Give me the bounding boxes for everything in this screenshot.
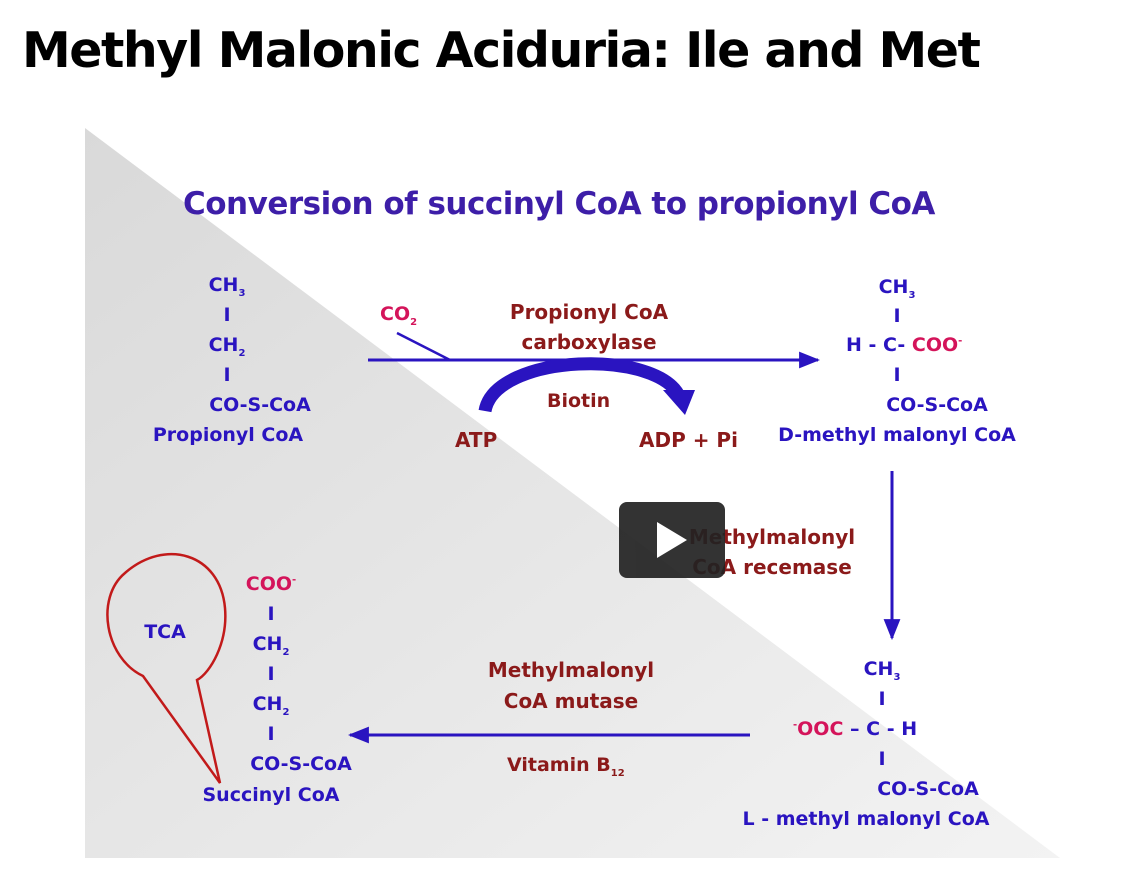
d-methyl-carbon-row: H - C- COO- (846, 334, 963, 356)
co2-label: CO2 (380, 303, 418, 328)
propionyl-cosco: CO-S-CoA (209, 394, 311, 416)
propionyl-ch3: CH3 (208, 274, 246, 299)
l-methyl-cosco: CO-S-CoA (877, 778, 979, 800)
carboxylase-line-2: carboxylase (521, 330, 657, 354)
l-methyl-bond-1: I (878, 688, 886, 710)
d-methyl-ch3: CH3 (878, 276, 916, 301)
tca-bubble (106, 552, 227, 784)
succinyl-coo: COO- (245, 573, 297, 595)
propionyl-ch2: CH2 (208, 334, 246, 359)
l-methyl-bond-2: I (878, 748, 886, 770)
succinyl-bond-1: I (267, 603, 275, 625)
tca-label: TCA (144, 621, 186, 643)
carboxylase-line-1: Propionyl CoA (509, 300, 669, 324)
l-methyl-carbon-row: -OOC – C - H (793, 718, 918, 740)
propionyl-bond-1: I (223, 304, 231, 326)
succinyl-ch2-2: CH2 (252, 693, 290, 718)
play-icon (657, 522, 687, 558)
succinyl-ch2-1: CH2 (252, 633, 290, 658)
slide-title: Conversion of succinyl CoA to propionyl … (183, 186, 935, 222)
succinyl-cosco: CO-S-CoA (250, 753, 352, 775)
video-play-button[interactable] (619, 502, 725, 578)
vitamin-b12-label: Vitamin B12 (507, 754, 625, 779)
succinyl-bond-2: I (267, 663, 275, 685)
page-title: Methyl Malonic Aciduria: Ile and Met (22, 22, 981, 79)
biotin-curved-arrow (478, 357, 687, 413)
slide-background (85, 128, 1060, 858)
succinyl-bond-3: I (267, 723, 275, 745)
propionyl-coa-label: Propionyl CoA (152, 424, 304, 446)
biotin-label: Biotin (547, 390, 611, 412)
mutase-line-1: Methylmalonyl (487, 658, 655, 682)
biotin-arrowhead (663, 390, 695, 415)
d-methyl-bond-1: I (893, 305, 901, 327)
succinyl-coa-label: Succinyl CoA (202, 784, 340, 806)
d-methyl-cosco: CO-S-CoA (886, 394, 988, 416)
l-methyl-ch3: CH3 (863, 658, 901, 683)
d-methyl-malonyl-coa-label: D-methyl malonyl CoA (778, 424, 1016, 446)
reaction-arrows (106, 331, 901, 784)
adp-pi-label: ADP + Pi (639, 428, 738, 452)
mutase-line-2: CoA mutase (503, 689, 639, 713)
atp-label: ATP (455, 428, 498, 452)
propionyl-bond-2: I (223, 364, 231, 386)
video-slide[interactable]: Conversion of succinyl CoA to propionyl … (85, 128, 1085, 858)
d-methyl-bond-2: I (893, 364, 901, 386)
co2-feed-line (396, 331, 451, 362)
l-methyl-malonyl-coa-label: L - methyl malonyl CoA (742, 808, 990, 830)
